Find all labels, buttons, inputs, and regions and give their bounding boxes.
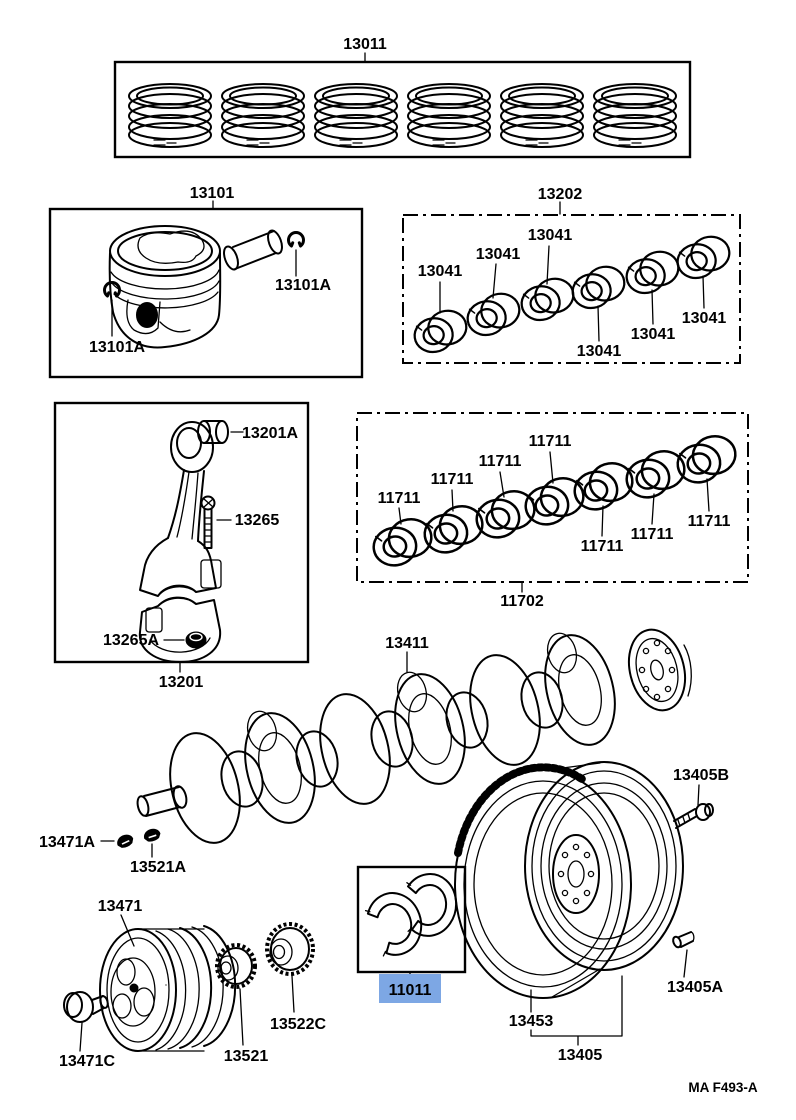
part-label-11711-3[interactable]: 11711: [479, 453, 522, 470]
timing-gear-drawing: [215, 943, 257, 989]
part-label-13411[interactable]: 13411: [385, 635, 429, 652]
piston-ring-set-5: [500, 83, 584, 148]
part-label-11711-4[interactable]: 11711: [529, 433, 572, 450]
part-label-13471C[interactable]: 13471C: [59, 1053, 115, 1070]
piston-rings-group: 13011: [113, 36, 692, 159]
part-label-11711-7[interactable]: 11711: [688, 513, 731, 530]
highlight-11011: [379, 974, 441, 1003]
thrust-washer-box: [356, 865, 467, 974]
piston-ring-set-2: [221, 83, 305, 148]
leader-13405a: [683, 949, 688, 978]
part-label-13471[interactable]: 13471: [98, 898, 143, 915]
leader-13471c: [79, 1022, 83, 1052]
leaders-13041: [439, 245, 705, 342]
part-label-13522C[interactable]: 13522C: [270, 1016, 326, 1033]
piston-ring-set-3: [314, 83, 398, 148]
connecting-rod-drawing: [138, 421, 222, 663]
leader-13405b: [697, 784, 700, 806]
main-bearing-6: [622, 447, 689, 502]
snap-ring-icon-right: [287, 231, 305, 248]
part-label-13201A[interactable]: 13201A: [242, 425, 298, 442]
piston-box: [48, 207, 364, 379]
part-label-13405A[interactable]: 13405A: [667, 979, 723, 996]
part-label-13101A[interactable]: 13101A: [275, 277, 331, 294]
part-label-13521A[interactable]: 13521A: [130, 859, 186, 876]
leaders-11711: [398, 451, 710, 537]
part-label-11711-1[interactable]: 11711: [378, 490, 421, 507]
rod-bearing-1: [410, 307, 471, 356]
part-label-13521[interactable]: 13521: [224, 1048, 269, 1065]
snap-ring-icon-left: [103, 281, 121, 298]
piston-group: 13101 13101A 13101A: [48, 185, 364, 379]
rod-bearing-6: [673, 233, 734, 282]
bracket-13453-13405: [530, 975, 623, 1046]
piston-ring-set-4: [407, 83, 491, 148]
part-label-13101[interactable]: 13101: [190, 185, 235, 202]
pulley-drawing: [99, 925, 237, 1052]
leader-13521: [239, 988, 244, 1046]
main-bearings-group: 11711 11711 11711 11711 11711 11711 1171…: [356, 412, 749, 610]
part-label-13453[interactable]: 13453: [509, 1013, 554, 1030]
rod-bearings-box: [402, 214, 741, 364]
thrust-washer-2: [398, 869, 462, 941]
part-label-13041-4[interactable]: 13041: [577, 343, 622, 360]
part-label-13041-3[interactable]: 13041: [528, 227, 573, 244]
flywheel-bolt-drawing: [673, 803, 714, 829]
part-label-13041-5[interactable]: 13041: [631, 326, 676, 343]
thrust-washer-group: 11011: [356, 865, 467, 1003]
part-label-13471A[interactable]: 13471A: [39, 834, 95, 851]
pulley-group: 13471 13471C: [59, 898, 237, 1070]
drive-gear-drawing: [265, 922, 315, 976]
part-label-11711-5[interactable]: 11711: [581, 538, 624, 555]
part-label-11011[interactable]: 11011: [389, 982, 432, 999]
part-label-13011[interactable]: 13011: [343, 36, 387, 53]
part-label-13265[interactable]: 13265: [235, 512, 280, 529]
piston-rings-box: [113, 60, 692, 159]
pulley-bolt-drawing: [63, 991, 109, 1023]
rod-nut-drawing: [185, 631, 207, 649]
part-label-13201[interactable]: 13201: [159, 674, 204, 691]
leader-13522c: [291, 975, 295, 1013]
figure-code: MA F493-A: [688, 1080, 758, 1095]
piston-pin-drawing: [223, 229, 283, 271]
flywheel-drawing: [454, 761, 684, 999]
part-label-13041-1[interactable]: 13041: [418, 263, 463, 280]
piston-ring-set-1: [128, 83, 212, 148]
woodruff-key-icon-1: [114, 831, 136, 851]
gears-group: 13521 13522C: [215, 922, 326, 1065]
part-label-11711-6[interactable]: 11711: [631, 526, 674, 543]
crankshaft-group: 13411: [136, 628, 692, 844]
rod-bearing-5: [622, 248, 683, 297]
connecting-rod-group: 13201A 13265 13265A 13201: [53, 401, 310, 691]
piston-ring-set-6: [593, 83, 677, 148]
rod-bearings-group: 13202 13041 13041 13041 13041 13041 1304…: [402, 186, 741, 364]
part-label-13405B[interactable]: 13405B: [673, 767, 729, 784]
part-label-13265A[interactable]: 13265A: [103, 632, 159, 649]
rod-bushing-drawing: [197, 420, 229, 444]
main-bearing-7: [673, 432, 740, 487]
rod-bearing-4: [568, 263, 629, 312]
part-label-13041-2[interactable]: 13041: [476, 246, 521, 263]
keys-group: 13471A 13521A: [39, 826, 186, 876]
piston-drawing: [108, 225, 222, 349]
part-label-11711-2[interactable]: 11711: [431, 471, 474, 488]
rod-bolt-drawing: [200, 495, 216, 549]
crankshaft-drawing: [136, 628, 692, 844]
flywheel-group: 13453 13405 13405B 13405A: [454, 761, 729, 1064]
main-bearing-1: [369, 515, 436, 570]
part-label-13101A-2[interactable]: 13101A: [89, 339, 145, 356]
part-label-13405[interactable]: 13405: [558, 1047, 603, 1064]
part-label-13202[interactable]: 13202: [538, 186, 583, 203]
part-label-13041-6[interactable]: 13041: [682, 310, 727, 327]
woodruff-key-icon-2: [141, 826, 163, 844]
flywheel-pin-drawing: [672, 931, 695, 949]
part-label-11702[interactable]: 11702: [500, 593, 544, 610]
